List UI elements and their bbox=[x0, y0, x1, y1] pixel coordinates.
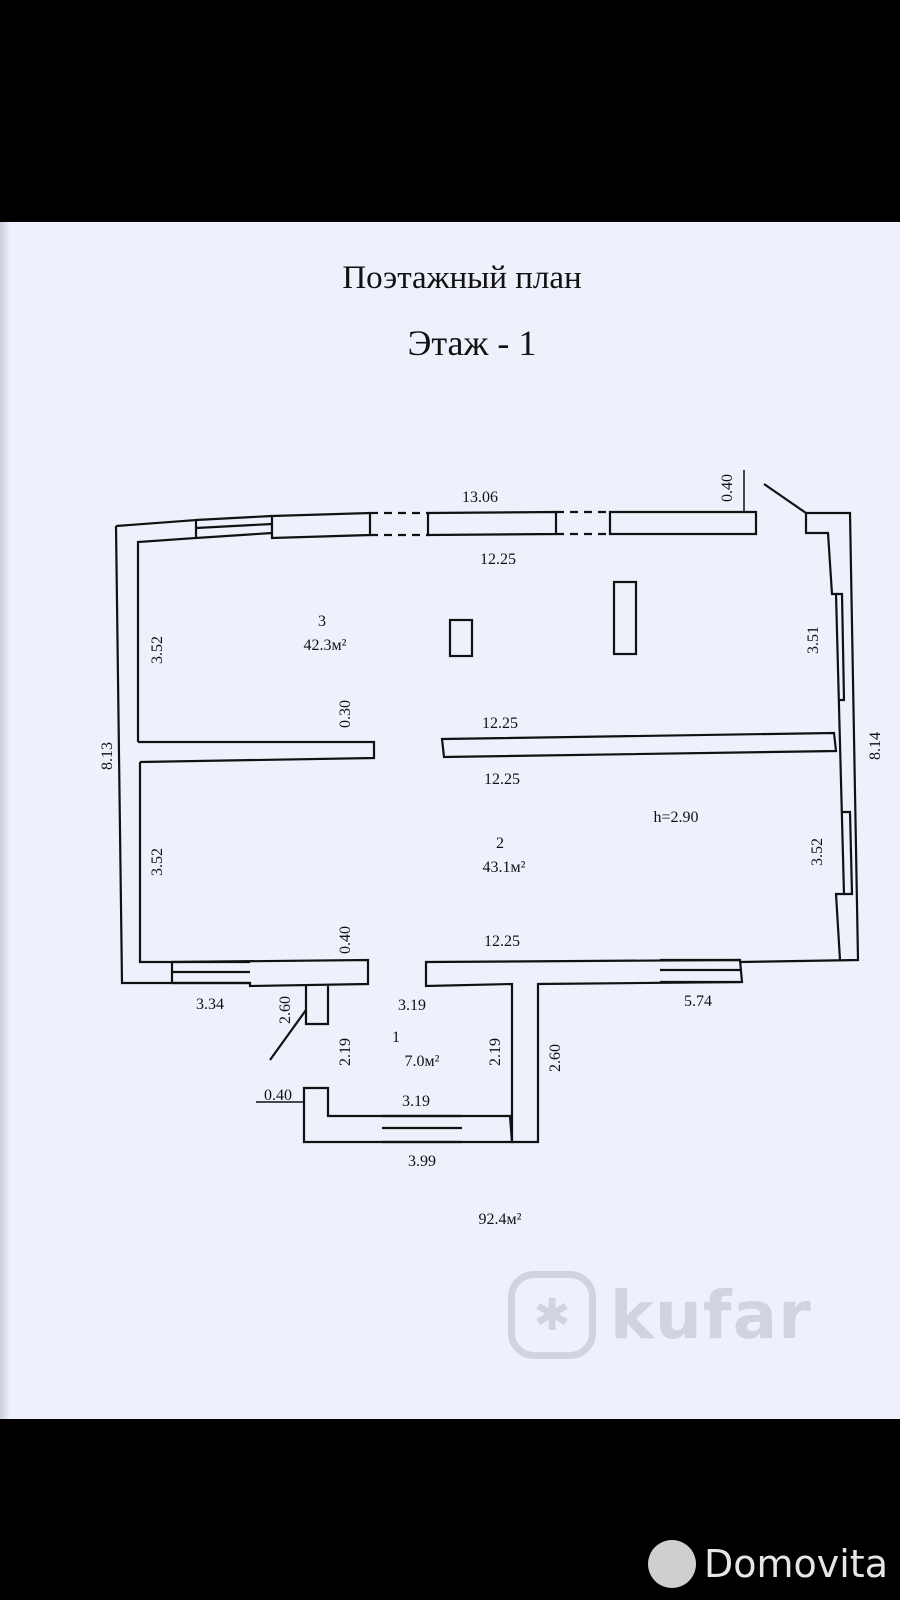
dim-room2-bottom: 12.25 bbox=[484, 933, 520, 950]
dim-bottom-thickness: 0.40 bbox=[337, 926, 354, 954]
domovita-watermark-text: Domovita bbox=[703, 1542, 888, 1586]
wall-right-top bbox=[739, 511, 860, 964]
room-1-number: 1 bbox=[392, 1029, 400, 1046]
sheet-edge-shadow bbox=[0, 222, 10, 1419]
kufar-watermark-text: kufar bbox=[610, 1276, 812, 1354]
total-area-label: 92.4м² bbox=[479, 1211, 522, 1228]
room-3-area: 42.3м² bbox=[304, 637, 347, 654]
dim-room3-right: 3.51 bbox=[805, 626, 822, 654]
dim-partition-bottom: 12.25 bbox=[484, 771, 520, 788]
top-black-bar bbox=[0, 0, 900, 222]
room-2-number: 2 bbox=[496, 835, 504, 852]
wall-top-door-2 bbox=[556, 510, 610, 536]
wall-right-window-2 bbox=[842, 810, 854, 896]
dim-stub-height: 2.60 bbox=[277, 996, 294, 1024]
dim-partition-top: 12.25 bbox=[482, 715, 518, 732]
ceiling-height-label: h=2.90 bbox=[653, 809, 698, 826]
domovita-logo-icon bbox=[647, 1540, 696, 1588]
bottom-black-bar bbox=[0, 1419, 900, 1600]
dim-vestibule-outer-right: 2.60 bbox=[547, 1044, 564, 1072]
floor-plan-walls bbox=[114, 483, 860, 1144]
column-small bbox=[448, 618, 474, 658]
wall-partition-upper bbox=[138, 740, 376, 764]
dim-vestibule-inner: 3.19 bbox=[402, 1093, 430, 1110]
dim-bottom-right: 5.74 bbox=[684, 993, 712, 1010]
wall-right-inner bbox=[804, 513, 846, 961]
dim-top-right-thickness: 0.40 bbox=[719, 474, 736, 502]
dim-room3-left: 3.52 bbox=[149, 636, 166, 664]
wall-vestibule-window bbox=[382, 1114, 462, 1144]
room-3-number: 3 bbox=[318, 613, 326, 630]
kufar-logo-icon: ✱ bbox=[508, 1271, 596, 1359]
dim-top-inner: 12.25 bbox=[480, 551, 516, 568]
dim-right-outer: 8.14 bbox=[867, 732, 884, 760]
dim-partition-thickness: 0.30 bbox=[337, 700, 354, 728]
column-tall bbox=[612, 580, 638, 656]
dim-vestibule-top: 3.19 bbox=[398, 997, 426, 1014]
floor-plan-labels: Поэтажный план Этаж - 1 3 42.3м² 2 43.1м… bbox=[99, 260, 884, 1228]
wall-bottom-window-left bbox=[172, 960, 250, 985]
dim-bottom-left: 3.34 bbox=[196, 996, 224, 1013]
wall-bottom-window-right bbox=[660, 958, 740, 984]
wall-bottom-right bbox=[424, 958, 744, 1144]
wall-right-window-1 bbox=[836, 592, 846, 702]
dim-vestibule-right: 2.19 bbox=[487, 1038, 504, 1066]
floor-label: Этаж - 1 bbox=[408, 323, 537, 363]
door-swing-top-right bbox=[763, 483, 807, 514]
floor-plan-sheet bbox=[0, 222, 900, 1419]
wall-top-door-1 bbox=[370, 511, 428, 537]
wall-partition-right bbox=[440, 731, 838, 759]
dim-left-outer: 8.13 bbox=[99, 742, 116, 770]
kufar-watermark: ✱ kufar bbox=[508, 1265, 858, 1365]
wall-top-window-1 bbox=[195, 514, 273, 540]
wall-top-segment-3 bbox=[608, 510, 758, 536]
dim-room2-left: 3.52 bbox=[149, 848, 166, 876]
dim-vestibule-outer: 3.99 bbox=[408, 1153, 436, 1170]
wall-bottom-stub bbox=[304, 986, 330, 1026]
domovita-watermark: Domovita bbox=[647, 1540, 888, 1588]
dim-vestibule-thickness: 0.40 bbox=[264, 1087, 292, 1104]
dim-vestibule-left: 2.19 bbox=[337, 1038, 354, 1066]
room-1-area: 7.0м² bbox=[405, 1053, 440, 1070]
room-2-area: 43.1м² bbox=[483, 859, 526, 876]
door-swing-bottom-left bbox=[269, 1009, 307, 1061]
wall-vestibule bbox=[302, 1086, 514, 1144]
dim-room2-right: 3.52 bbox=[809, 838, 826, 866]
dim-top-outer: 13.06 bbox=[462, 489, 498, 506]
plan-title: Поэтажный план bbox=[342, 260, 581, 296]
floor-plan-drawing bbox=[114, 483, 860, 1144]
